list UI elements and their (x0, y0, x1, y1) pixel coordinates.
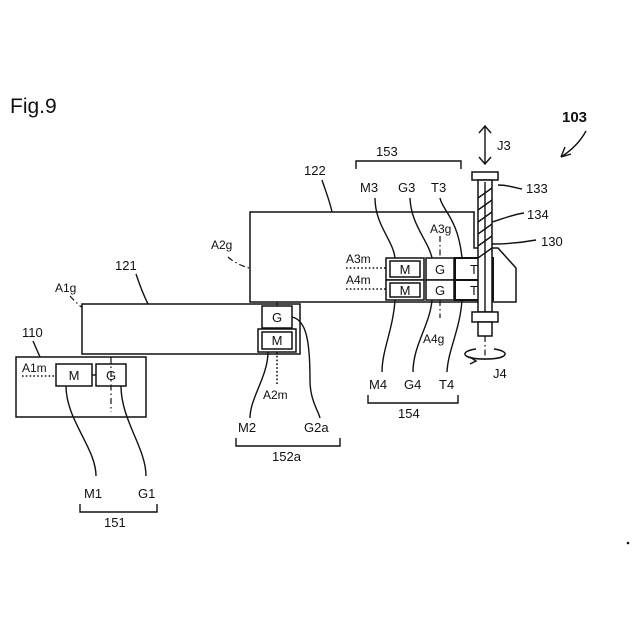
leader-121 (136, 274, 148, 304)
motor-m2-letter: M (272, 333, 283, 348)
label-g3: G3 (398, 180, 415, 195)
label-a3g: A3g (430, 222, 451, 236)
leader-130 (492, 240, 536, 244)
transmission-t3-letter: T (470, 262, 478, 277)
leader-m4 (382, 300, 395, 372)
leader-122 (322, 180, 332, 212)
label-153: 153 (376, 144, 398, 159)
label-t4: T4 (439, 377, 454, 392)
motor-m4-letter: M (400, 283, 411, 298)
label-m4: M4 (369, 377, 387, 392)
label-a2m: A2m (263, 388, 288, 402)
bracket-152a (236, 438, 340, 446)
label-m2: M2 (238, 420, 256, 435)
motor-m3-letter: M (400, 262, 411, 277)
label-122: 122 (304, 163, 326, 178)
label-130: 130 (541, 234, 563, 249)
label-a1g: A1g (55, 281, 76, 295)
label-152a: 152a (272, 449, 302, 464)
label-121: 121 (115, 258, 137, 273)
gear-g4-letter: G (435, 283, 445, 298)
label-g2a: G2a (304, 420, 329, 435)
label-154: 154 (398, 406, 420, 421)
figure-ref: 103 (562, 109, 587, 126)
bracket-151 (80, 504, 157, 512)
transmission-t4-letter: T (470, 283, 478, 298)
figure-title: Fig.9 (10, 95, 57, 118)
label-a3m: A3m (346, 252, 371, 266)
label-j4: J4 (493, 366, 507, 381)
leader-133 (498, 185, 522, 189)
label-151: 151 (104, 515, 126, 530)
label-m1: M1 (84, 486, 102, 501)
bracket-153 (356, 161, 461, 169)
motor-m1-letter: M (69, 368, 80, 383)
leader-m2 (250, 352, 268, 418)
leader-134 (492, 213, 524, 222)
leader-t4 (447, 300, 462, 372)
bracket-154 (368, 395, 458, 403)
label-g1: G1 (138, 486, 155, 501)
label-a4m: A4m (346, 273, 371, 287)
label-g4: G4 (404, 377, 421, 392)
label-a2g: A2g (211, 238, 232, 252)
linear-j3-arrow-icon (479, 126, 491, 164)
stray-dot (627, 542, 630, 545)
label-a1m: A1m (22, 361, 47, 375)
label-j3: J3 (497, 138, 511, 153)
label-133: 133 (526, 181, 548, 196)
gear-g3-letter: G (435, 262, 445, 277)
label-a4g: A4g (423, 332, 444, 346)
label-t3: T3 (431, 180, 446, 195)
leader-110 (33, 341, 40, 357)
label-110: 110 (22, 325, 43, 340)
gear-g2-letter: G (272, 310, 282, 325)
label-m3: M3 (360, 180, 378, 195)
label-134: 134 (527, 207, 549, 222)
figure-ref-arrow-icon (561, 131, 586, 157)
